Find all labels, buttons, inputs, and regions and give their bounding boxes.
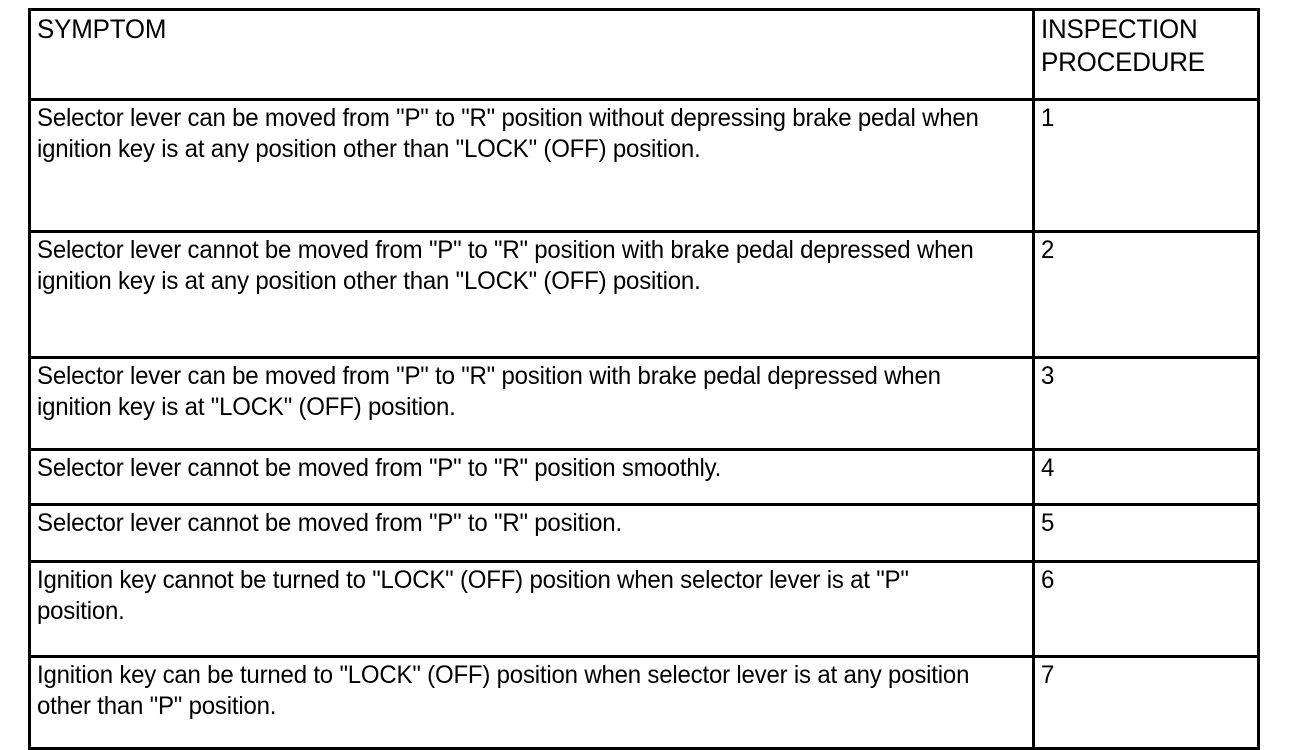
- symptom-cell: Selector lever cannot be moved from "P" …: [28, 448, 1035, 506]
- table-row: Selector lever cannot be moved from "P" …: [28, 230, 1260, 359]
- symptom-text: Selector lever cannot be moved from "P" …: [37, 236, 974, 295]
- procedure-number: 4: [1041, 454, 1055, 482]
- procedure-cell: 5: [1032, 503, 1260, 563]
- table-header-row: SYMPTOM INSPECTION PROCEDURE: [28, 8, 1260, 101]
- symptom-text: Selector lever cannot be moved from "P" …: [37, 454, 722, 482]
- procedure-number: 7: [1041, 661, 1055, 689]
- procedure-number: 1: [1041, 104, 1055, 132]
- table-row: Ignition key cannot be turned to "LOCK" …: [28, 560, 1260, 658]
- procedure-cell: 1: [1032, 98, 1260, 233]
- symptom-cell: Selector lever can be moved from "P" to …: [28, 98, 1035, 233]
- table-row: Selector lever cannot be moved from "P" …: [28, 503, 1260, 563]
- symptom-text: Selector lever can be moved from "P" to …: [37, 362, 941, 421]
- page-root: SYMPTOM INSPECTION PROCEDURE Selector le…: [28, 8, 1260, 750]
- column-header-inspection-procedure-label: INSPECTION PROCEDURE: [1041, 14, 1205, 77]
- column-header-inspection-procedure: INSPECTION PROCEDURE: [1032, 8, 1260, 101]
- procedure-number: 3: [1041, 362, 1055, 390]
- procedure-cell: 7: [1032, 655, 1260, 750]
- symptom-inspection-table: SYMPTOM INSPECTION PROCEDURE Selector le…: [28, 8, 1260, 750]
- procedure-cell: 4: [1032, 448, 1260, 506]
- symptom-text: Selector lever can be moved from "P" to …: [37, 104, 979, 163]
- column-header-symptom: SYMPTOM: [28, 8, 1035, 101]
- procedure-cell: 3: [1032, 356, 1260, 451]
- table-row: Selector lever can be moved from "P" to …: [28, 356, 1260, 451]
- column-header-symptom-label: SYMPTOM: [37, 14, 167, 44]
- table-row: Ignition key can be turned to "LOCK" (OF…: [28, 655, 1260, 750]
- procedure-number: 5: [1041, 509, 1055, 537]
- symptom-cell: Ignition key can be turned to "LOCK" (OF…: [28, 655, 1035, 750]
- symptom-cell: Selector lever cannot be moved from "P" …: [28, 503, 1035, 563]
- table-row: Selector lever cannot be moved from "P" …: [28, 448, 1260, 506]
- procedure-cell: 2: [1032, 230, 1260, 359]
- symptom-text: Selector lever cannot be moved from "P" …: [37, 509, 622, 537]
- symptom-cell: Selector lever can be moved from "P" to …: [28, 356, 1035, 451]
- procedure-cell: 6: [1032, 560, 1260, 658]
- symptom-cell: Selector lever cannot be moved from "P" …: [28, 230, 1035, 359]
- table-header: SYMPTOM INSPECTION PROCEDURE: [28, 8, 1260, 101]
- table-row: Selector lever can be moved from "P" to …: [28, 98, 1260, 233]
- symptom-text: Ignition key can be turned to "LOCK" (OF…: [37, 661, 970, 720]
- procedure-number: 2: [1041, 236, 1055, 264]
- symptom-text: Ignition key cannot be turned to "LOCK" …: [37, 566, 909, 625]
- procedure-number: 6: [1041, 566, 1055, 594]
- symptom-cell: Ignition key cannot be turned to "LOCK" …: [28, 560, 1035, 658]
- table-body: Selector lever can be moved from "P" to …: [28, 98, 1260, 750]
